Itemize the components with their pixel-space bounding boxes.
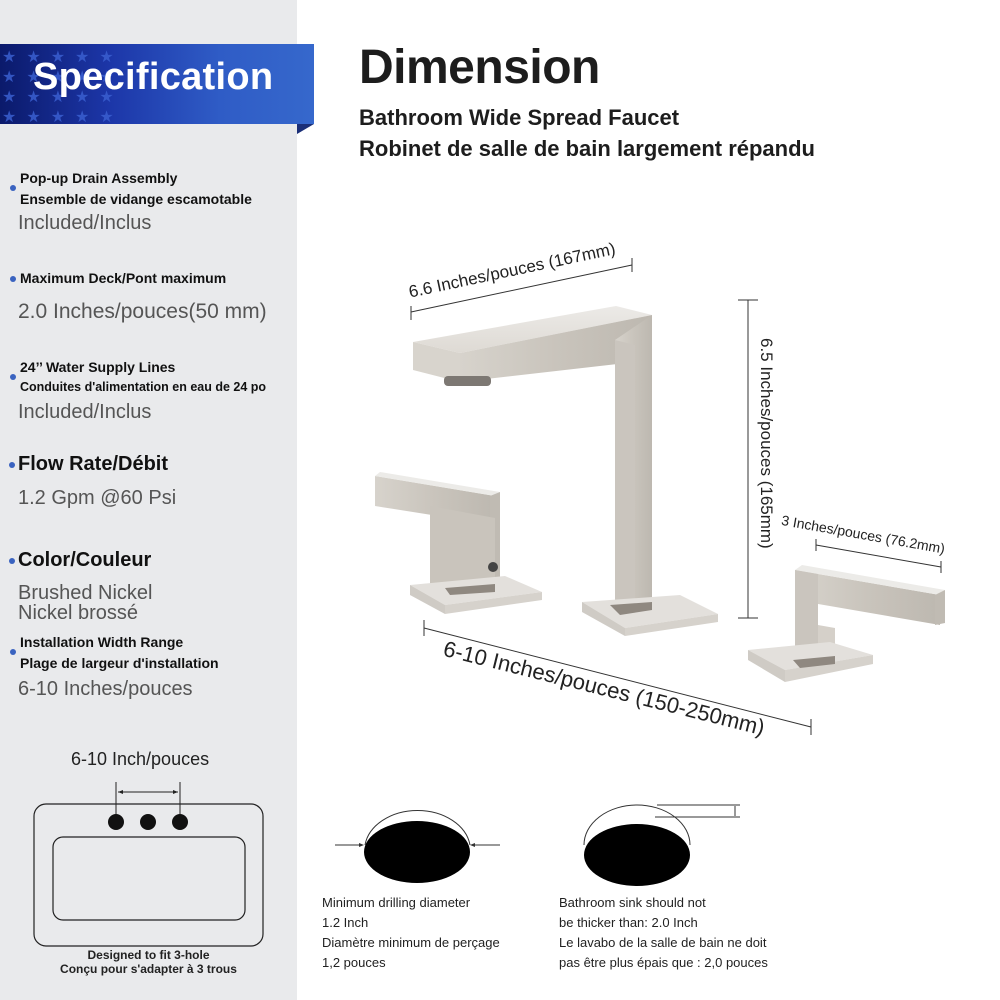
bullet-icon xyxy=(10,185,16,191)
bullet-icon xyxy=(9,558,15,564)
drilling-note-line: 1,2 pouces xyxy=(322,955,386,970)
bullet-icon xyxy=(10,649,16,655)
sink-diagram-icon xyxy=(33,782,264,947)
spec-label-fr: Ensemble de vidange escamotable xyxy=(20,191,252,207)
specification-banner: ★★★★★★★★★★★★★★★★★★★★ Specification xyxy=(0,44,314,124)
thickness-note-line: be thicker than: 2.0 Inch xyxy=(559,915,698,930)
hole-diagrams-icon xyxy=(335,804,740,886)
thickness-note: Bathroom sink should not be thicker than… xyxy=(559,893,768,973)
drilling-note: Minimum drilling diameter 1.2 Inch Diamè… xyxy=(322,893,500,973)
dimension-subtitle-en: Bathroom Wide Spread Faucet xyxy=(359,105,680,130)
faucet-illustration xyxy=(375,258,945,735)
bullet-icon xyxy=(9,462,15,468)
sink-caption-en: Designed to fit 3-hole xyxy=(87,948,210,962)
spec-label-en: 24’’ Water Supply Lines xyxy=(20,359,176,375)
spec-label-en: Installation Width Range xyxy=(20,634,184,650)
spec-label-fr: Conduites d'alimentation en eau de 24 po xyxy=(20,380,267,394)
dimension-subtitle-fr: Robinet de salle de bain largement répan… xyxy=(359,136,815,161)
spec-value: 6-10 Inches/pouces xyxy=(18,678,193,700)
drilling-note-line: Minimum drilling diameter xyxy=(322,895,471,910)
spec-label-fr: Plage de largeur d'installation xyxy=(20,655,219,671)
spec-label: Flow Rate/Débit xyxy=(18,453,169,475)
thickness-note-line: pas être plus épais que : 2,0 pouces xyxy=(559,955,768,970)
drilling-note-line: 1.2 Inch xyxy=(322,915,369,930)
sink-caption-fr: Conçu pour s'adapter à 3 trous xyxy=(60,962,237,976)
spec-value: Included/Inclus xyxy=(18,212,152,234)
banner-fold xyxy=(297,124,314,134)
spec-value-en: Brushed Nickel xyxy=(18,582,153,604)
spec-label: Color/Couleur xyxy=(18,549,152,571)
spec-value: Included/Inclus xyxy=(18,401,152,423)
spec-value: 2.0 Inches/pouces(50 mm) xyxy=(18,300,267,323)
spec-label-en: Pop-up Drain Assembly xyxy=(20,170,178,186)
specification-panel xyxy=(0,0,297,1000)
stars-pattern-icon: ★★★★★★★★★★★★★★★★★★★★ xyxy=(2,49,124,124)
bullet-icon xyxy=(10,276,16,282)
sink-width-label: 6-10 Inch/pouces xyxy=(71,749,210,769)
spout-height-label: 6.5 Inches/pouces (165mm) xyxy=(757,338,776,549)
drilling-note-line: Diamètre minimum de perçage xyxy=(322,935,500,950)
spec-label: Maximum Deck/Pont maximum xyxy=(20,270,227,286)
specification-title: Specification xyxy=(33,56,274,98)
thickness-note-line: Bathroom sink should not xyxy=(559,895,706,910)
dimension-title: Dimension xyxy=(359,41,600,94)
spec-value: 1.2 Gpm @60 Psi xyxy=(18,487,177,509)
thickness-note-line: Le lavabo de la salle de bain ne doit xyxy=(559,935,767,950)
spec-value-fr: Nickel brossé xyxy=(18,602,139,624)
bullet-icon xyxy=(10,374,16,380)
